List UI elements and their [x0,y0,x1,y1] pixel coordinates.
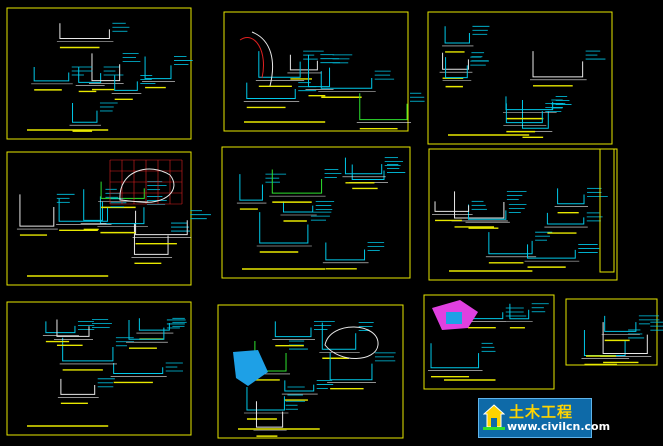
detail-profile [344,157,383,175]
detail-profile [488,232,533,255]
detail-profile [246,387,285,411]
detail-profile [583,329,626,356]
detail-profile [289,54,318,71]
detail-profile [100,181,145,199]
sheet-frame [599,148,615,273]
drawing-sheet [223,11,425,132]
sheet-frame [427,11,613,145]
curve-detail [239,37,264,79]
pool-outline [119,168,175,203]
detail-profile [604,315,637,332]
detail-profile [271,169,323,194]
sheet-frame [423,294,555,390]
drawing-sheet [221,146,411,279]
detail-profile [113,363,164,374]
house-icon [483,404,505,430]
detail-profile [59,23,110,39]
detail-profile [60,378,96,395]
civilcn-watermark-logo: 土木工程 www.civilcn.com [478,398,610,438]
curve-detail [251,31,273,87]
water-fill [233,350,268,386]
detail-profile [359,93,408,121]
detail-profile [505,103,543,124]
detail-profile [45,321,76,334]
detail-profile [259,212,309,244]
detail-profile [144,56,172,80]
detail-profile [521,100,549,129]
detail-profile [320,71,373,89]
detail-profile [19,194,55,227]
detail-profile [467,204,507,220]
detail-profile [442,52,469,70]
drawing-sheet [6,301,192,436]
detail-profile [321,322,357,350]
detail-profile [239,174,263,201]
detail-profile [434,201,470,212]
detail-profile [527,244,576,259]
sheet-frame [6,7,192,140]
detail-profile [58,198,109,222]
detail-profile [602,322,648,354]
detail-profile [307,54,331,88]
detail-profile [557,188,585,205]
drawing-sheet [423,294,555,390]
drawing-sheet [565,298,663,366]
detail-profile [133,223,169,255]
detail-profile [509,303,530,320]
sheet-frame [221,146,411,279]
detail-profile [246,82,296,99]
detail-profile [430,343,480,369]
detail-profile [282,201,314,213]
watermark-name: 土木工程 [509,403,574,421]
plan-fill-blue [446,312,462,324]
drawing-sheet [6,7,193,140]
detail-profile [505,96,554,111]
detail-profile [114,75,138,91]
drawing-sheet [599,148,615,273]
watermark-url: www.civilcn.com [507,420,611,433]
detail-profile [325,242,366,261]
sheet-frame [6,301,192,436]
detail-profile [284,380,315,392]
detail-profile [83,189,103,221]
detail-profile [135,210,188,236]
detail-profile [128,319,165,340]
drawing-sheet [427,11,613,145]
detail-profile [351,164,385,180]
drawing-sheet [6,151,211,286]
detail-profile [454,191,505,219]
detail-profile [258,51,301,78]
detail-profile [255,401,284,428]
detail-profile [546,212,585,225]
drawing-sheet [217,304,404,439]
sheet-frame [223,11,409,132]
detail-profile [138,318,170,331]
detail-profile [33,66,70,82]
detail-profile [274,321,312,338]
detail-profile [56,319,90,337]
detail-profile [445,57,468,79]
detail-profile [99,196,145,225]
detail-profile [532,51,584,78]
detail-profile [62,337,114,362]
sheet-frame [217,304,404,439]
detail-profile [444,26,470,44]
drawing-sheet [428,148,618,281]
pool-outline [324,326,379,359]
detail-profile [72,102,98,123]
sheet-frame [428,148,618,281]
detail-profile [329,352,373,381]
